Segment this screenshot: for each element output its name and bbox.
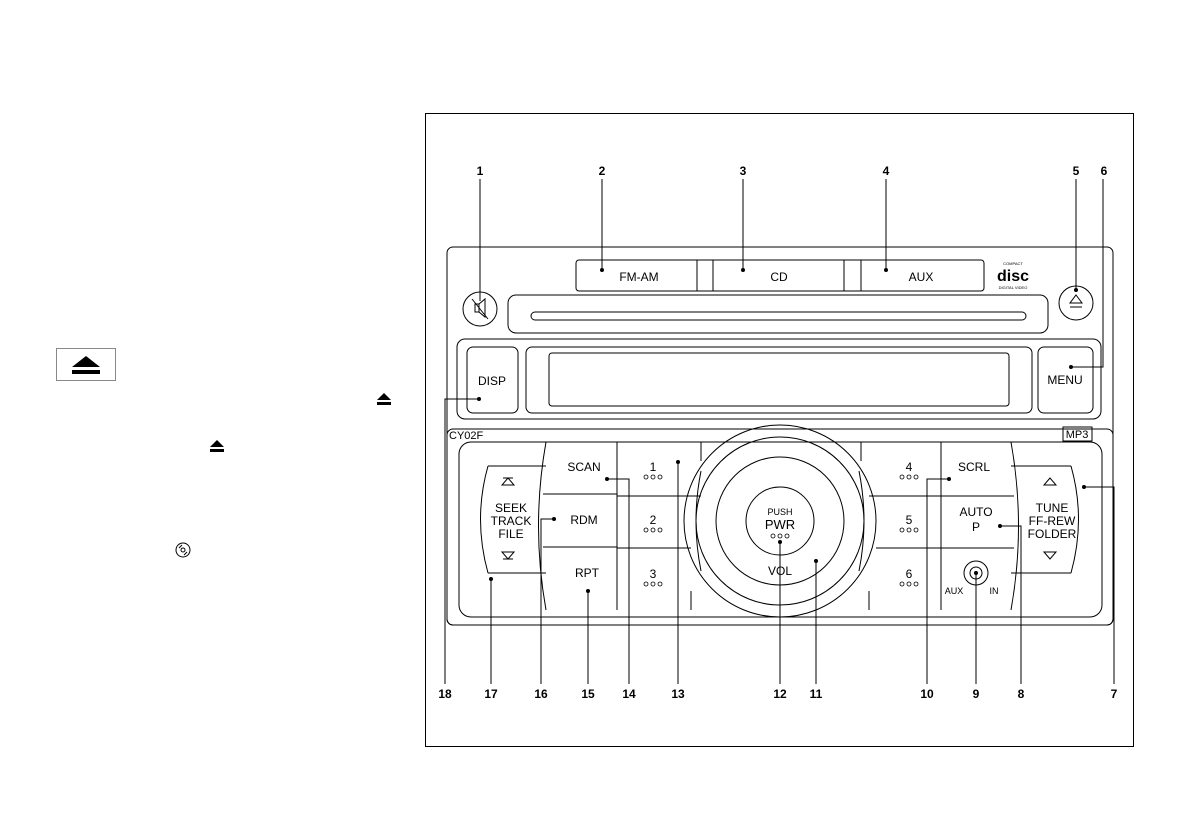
menu-label: MENU (1047, 373, 1082, 387)
svg-text:disc: disc (997, 268, 1029, 285)
callout-6: 6 (1101, 164, 1108, 178)
callout-4: 4 (883, 164, 890, 178)
eject-icon (377, 393, 391, 405)
cd-slot (530, 311, 1027, 321)
preset-5-label: 5 (906, 513, 913, 527)
callout-2: 2 (599, 164, 606, 178)
callout-10: 10 (920, 687, 934, 701)
preset-2-label: 2 (650, 513, 657, 527)
eject-icon (210, 440, 224, 452)
source-bar (575, 259, 985, 292)
callout-16: 16 (534, 687, 548, 701)
preset-1-label: 1 (650, 460, 657, 474)
callout-12: 12 (773, 687, 787, 701)
aux-in-left-label: AUX (945, 586, 964, 596)
mute-icon (471, 297, 489, 320)
tune-label-3: FOLDER (1028, 527, 1077, 541)
tune-label-2: FF-REW (1029, 514, 1076, 528)
disc-logo: disc COMPACT DIGITAL VIDEO (997, 261, 1029, 290)
eject-icon (72, 355, 100, 374)
rdm-label: RDM (570, 513, 597, 527)
pwr-label: PWR (765, 517, 795, 532)
seek-label-3: FILE (498, 527, 523, 541)
seek-button (480, 465, 546, 574)
callout-9: 9 (973, 687, 980, 701)
push-label: PUSH (767, 507, 792, 517)
seek-label-2: TRACK (491, 514, 532, 528)
menu-button (1037, 346, 1094, 414)
cd-label: CD (770, 270, 788, 284)
scrl-label: SCRL (958, 460, 990, 474)
svg-text:COMPACT: COMPACT (1003, 261, 1023, 266)
auto-p-label-2: P (972, 520, 980, 534)
aux-label: AUX (909, 270, 934, 284)
callout-8: 8 (1018, 687, 1025, 701)
display-panel (456, 338, 1102, 420)
disp-label: DISP (478, 374, 506, 388)
scan-label: SCAN (567, 460, 600, 474)
callout-3: 3 (740, 164, 747, 178)
fm-am-label: FM-AM (619, 270, 658, 284)
callout-17: 17 (484, 687, 498, 701)
mp3-badge: MP3 (1066, 429, 1089, 441)
callout-13: 13 (671, 687, 685, 701)
left-divider (538, 441, 547, 611)
callout-11: 11 (810, 687, 823, 701)
callout-5: 5 (1073, 164, 1080, 178)
radio-diagram-frame: disc COMPACT DIGITAL VIDEO FM-AM CD AUX … (425, 113, 1134, 747)
auto-p-label-1: AUTO (959, 505, 992, 519)
tune-label-1: TUNE (1036, 501, 1069, 515)
preset-4-label: 4 (906, 460, 913, 474)
callout-7: 7 (1111, 687, 1118, 701)
eject-button-icon-box (56, 348, 116, 381)
preset-6-label: 6 (906, 567, 913, 581)
radio-diagram: disc COMPACT DIGITAL VIDEO FM-AM CD AUX … (438, 164, 1118, 701)
callout-18: 18 (438, 687, 452, 701)
screen (548, 352, 1010, 407)
cd-slot-frame (507, 294, 1049, 334)
callout-14: 14 (622, 687, 636, 701)
callout-1: 1 (477, 164, 484, 178)
svg-text:DIGITAL VIDEO: DIGITAL VIDEO (999, 285, 1028, 290)
model-label: CY02F (449, 430, 484, 442)
eject-icon (1069, 294, 1083, 308)
aux-in-right-label: IN (990, 586, 999, 596)
disp-button (466, 346, 519, 414)
callout-15: 15 (581, 687, 595, 701)
preset-3-label: 3 (650, 567, 657, 581)
screen-frame (525, 346, 1033, 414)
rpt-label: RPT (575, 566, 600, 580)
seek-label-1: SEEK (495, 501, 527, 515)
disc-icon (175, 542, 191, 558)
